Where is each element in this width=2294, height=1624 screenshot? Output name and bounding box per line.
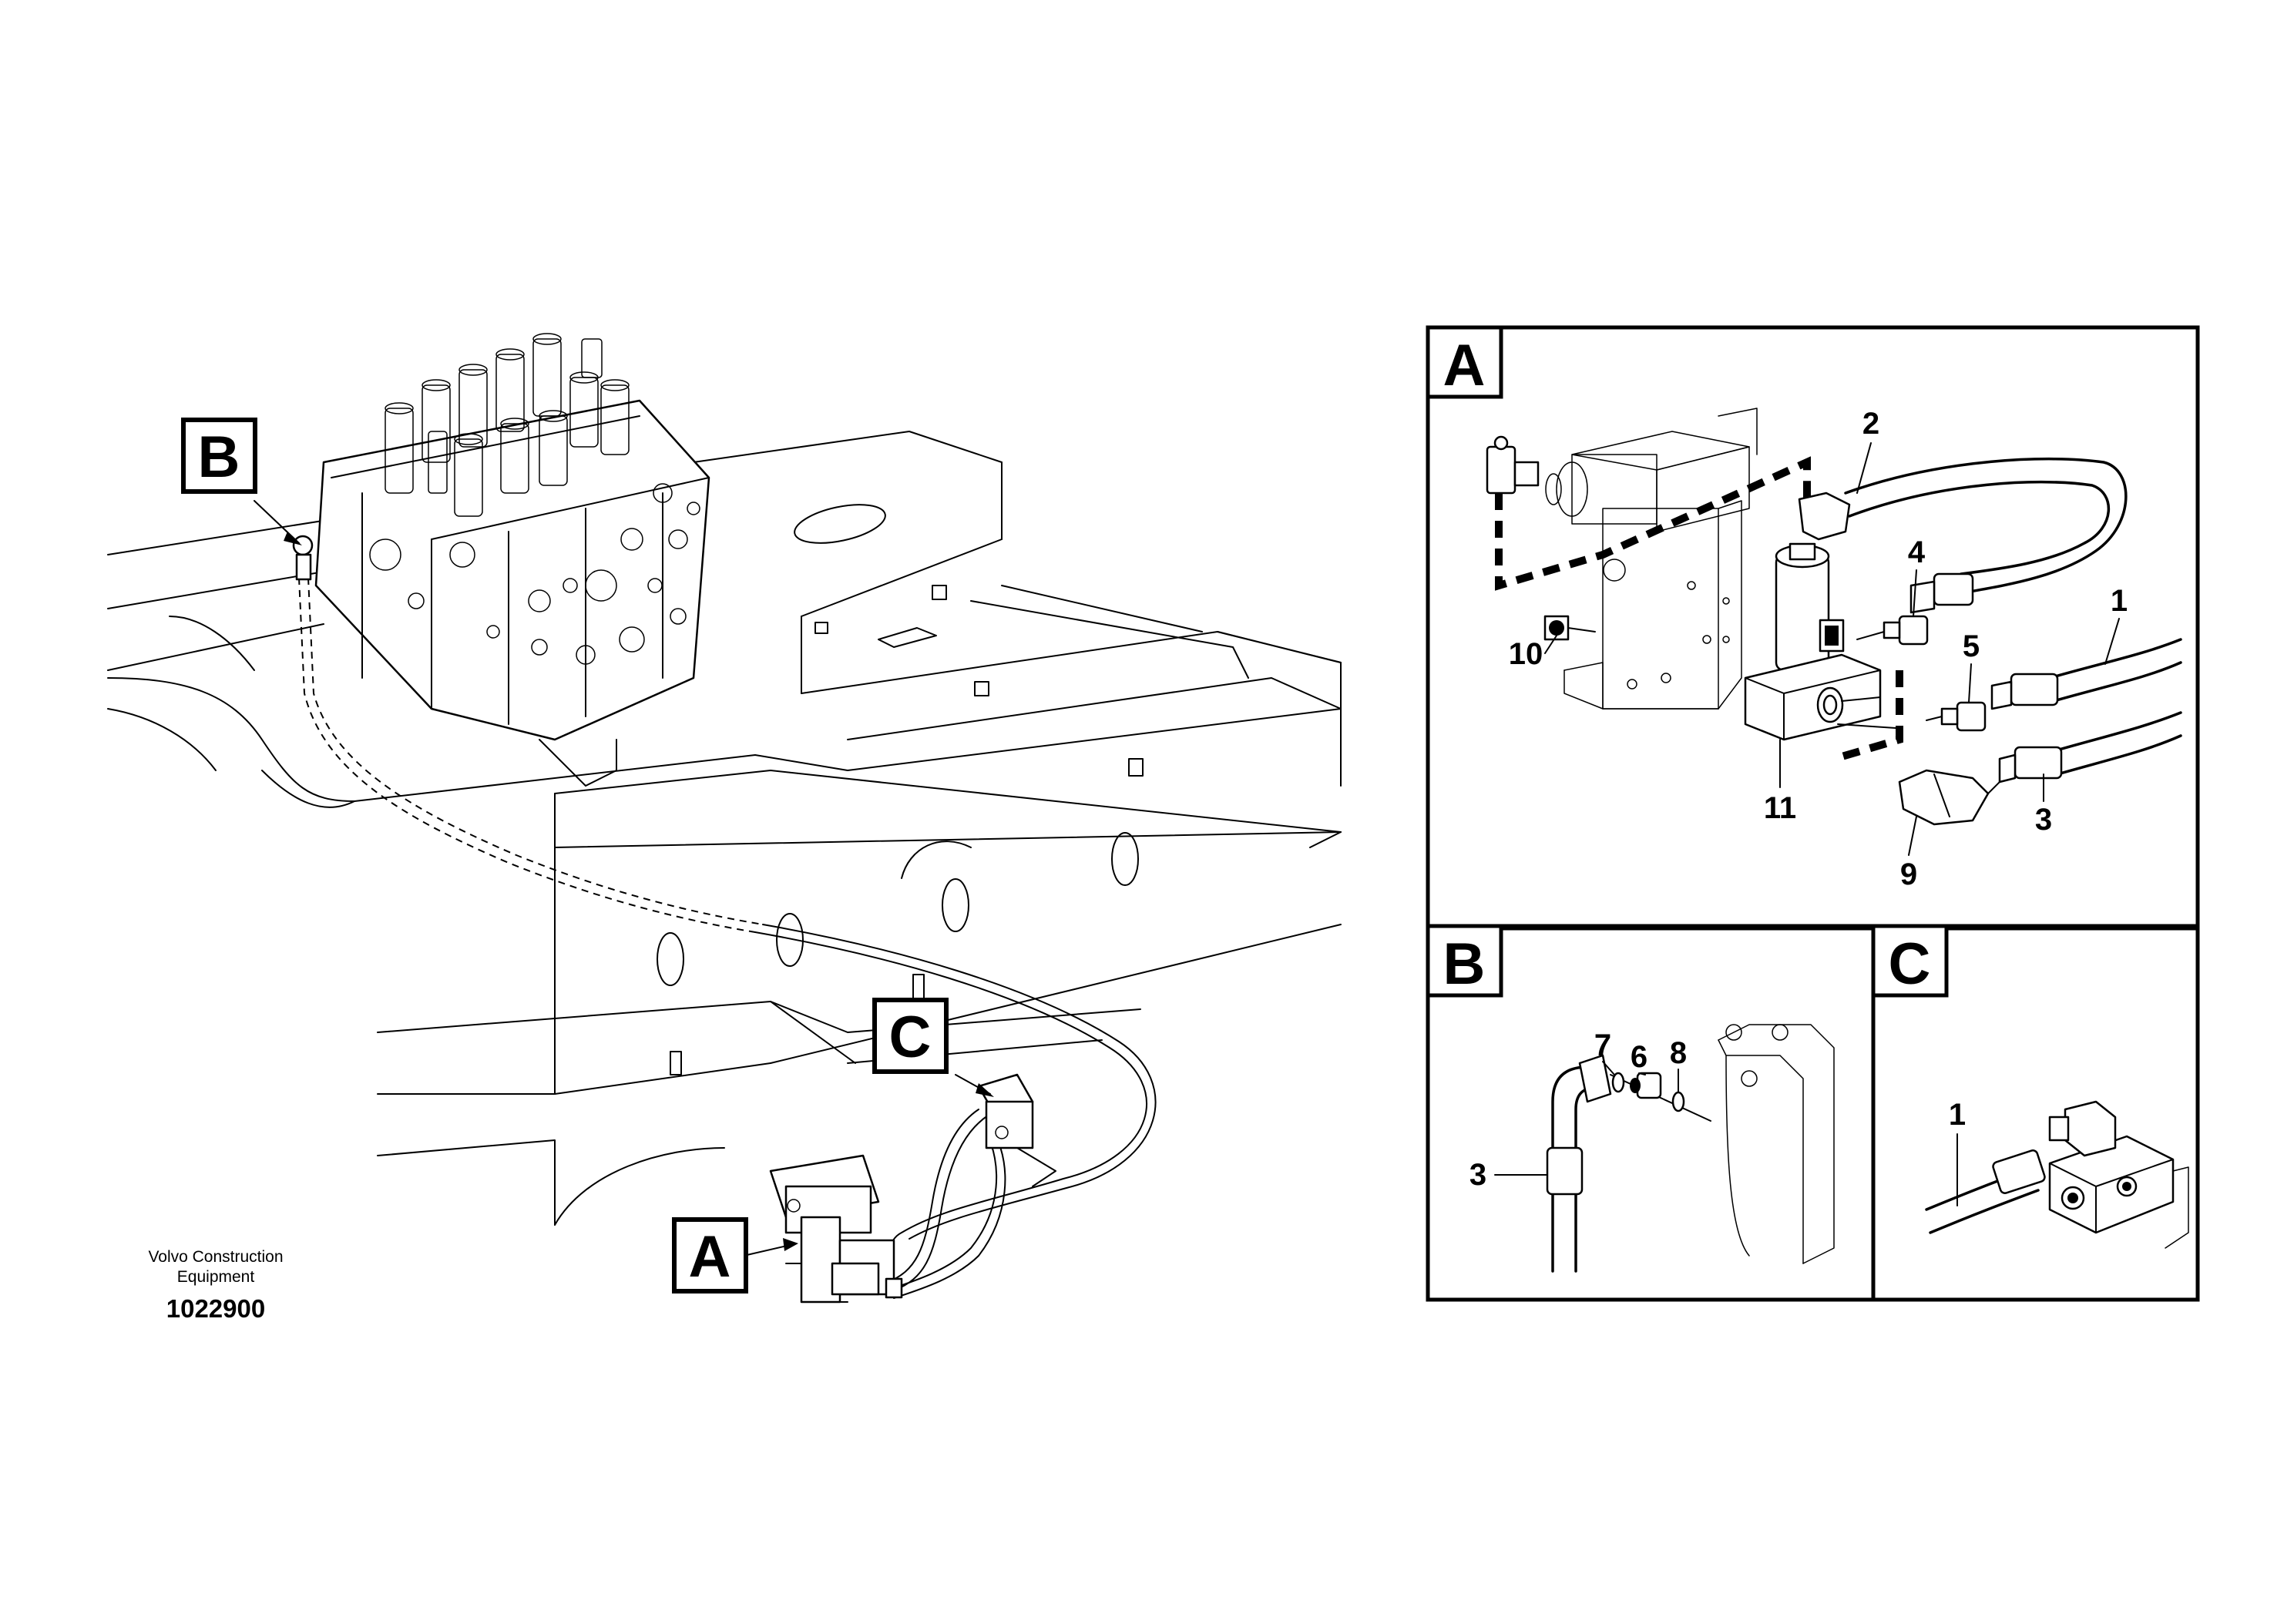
detail-a-background-valve [1545,408,1758,710]
main-overview: B C A Volvo Construction Equipment 10229… [107,333,1342,1323]
detail-c-title: C [1889,931,1931,997]
detail-a-hose-1 [1990,638,2182,710]
document-number: 1022900 [166,1294,265,1323]
detail-a-fitting-4 [1856,615,1929,646]
detail-a-solenoid-valve-11 [1744,542,1896,741]
solenoid-valve-assembly [769,1154,903,1304]
label-part-10: 10 [1509,637,1543,671]
detail-panels: A [1426,325,2200,1302]
valve-c-assembly [977,1073,1056,1187]
detail-a-hose-2 [1798,457,2128,614]
detail-a-title: A [1443,333,1486,398]
detail-a-panel: A [1426,325,2182,891]
label-part-2: 2 [1862,407,1879,441]
detail-a-fitting-5 [1926,701,1987,732]
publisher-line-2: Equipment [177,1268,255,1286]
label-part-1-detail-c: 1 [1949,1098,1966,1132]
label-part-1: 1 [2111,584,2128,618]
publisher-line-1: Volvo Construction [148,1248,283,1266]
label-part-8: 8 [1670,1036,1687,1070]
detail-b-panel: B 7 6 8 [1426,924,1835,1273]
detail-a-labels: 2 4 1 5 10 11 3 9 [1509,407,2128,891]
callout-c-label: C [889,1005,932,1070]
label-part-11: 11 [1764,791,1796,825]
label-part-4: 4 [1908,535,1926,569]
label-part-7: 7 [1594,1028,1611,1062]
label-part-6: 6 [1631,1040,1647,1074]
main-hose-routing [292,535,1157,1299]
callout-b-label: B [198,424,240,490]
control-valve-block [314,333,710,787]
chassis-frame [107,431,1342,1226]
detail-c-panel: C 1 [1871,924,2189,1249]
detail-a-elbow-9 [1898,769,2000,826]
callout-c: C [872,998,949,1074]
callout-a: A [672,1217,748,1293]
label-part-3: 3 [2035,803,2052,837]
detail-a-hose-3 [1998,711,2182,783]
detail-c-valve [2048,1100,2189,1249]
label-part-9: 9 [1900,857,1917,891]
detail-b-title: B [1443,931,1486,997]
detail-a-fitting-10 [1486,435,1596,641]
label-part-5: 5 [1963,629,1980,663]
callout-a-label: A [689,1224,731,1290]
callout-b: B [181,418,257,494]
label-part-3-detail-b: 3 [1469,1158,1486,1192]
